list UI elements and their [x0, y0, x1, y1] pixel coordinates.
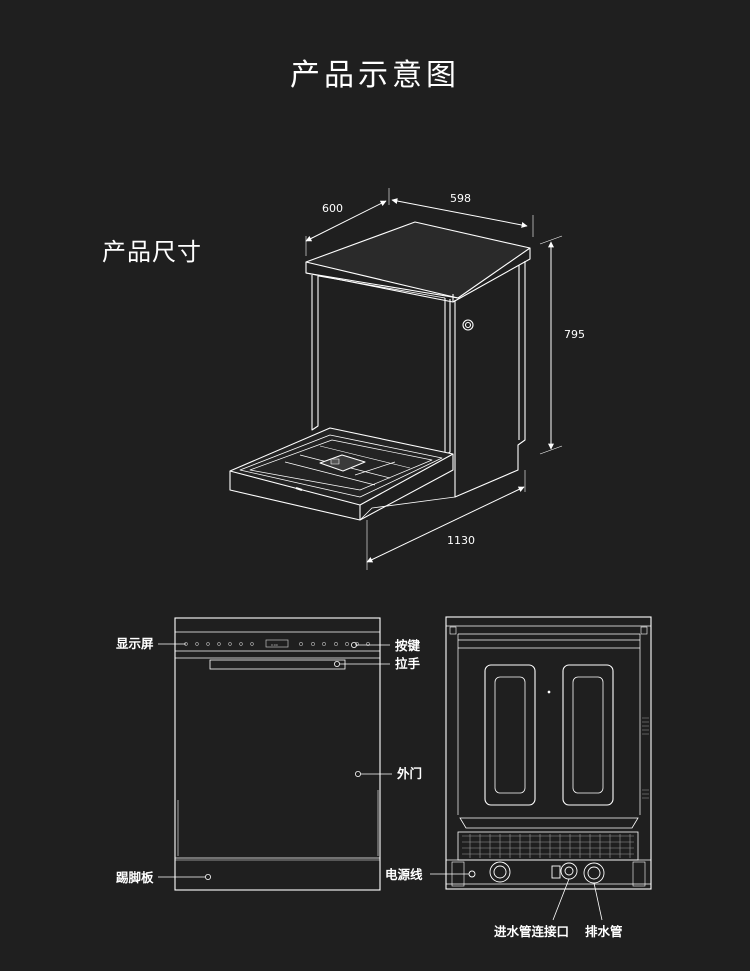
front-view — [174, 617, 381, 891]
label-inlet: 进水管连接口 — [494, 924, 569, 939]
rear-view — [445, 616, 652, 890]
label-kickboard: 踢脚板 — [116, 870, 154, 885]
front-leaders — [158, 643, 392, 878]
rear-leaders — [430, 873, 603, 921]
rear-vent-grid — [462, 834, 634, 858]
dim-height-label: 795 — [564, 328, 585, 341]
label-drain: 排水管 — [585, 924, 623, 939]
dimension-lines — [305, 188, 563, 570]
kickboard-marker — [204, 874, 211, 881]
button-marker — [350, 642, 357, 649]
isometric-dishwasher — [229, 221, 531, 521]
rear-connectors — [468, 861, 605, 884]
label-handle: 拉手 — [395, 656, 421, 671]
label-outer-door: 外门 — [396, 766, 422, 781]
handle-marker — [333, 661, 340, 668]
control-panel — [184, 639, 370, 648]
label-buttons: 按键 — [395, 638, 421, 653]
dim-open-depth-label: 1130 — [447, 534, 475, 547]
label-display: 显示屏 — [116, 636, 154, 651]
panel-time-display: 0:00 — [271, 643, 278, 647]
dim-width-label: 598 — [450, 192, 471, 205]
page-title: 产品示意图 — [290, 58, 460, 93]
side-vents — [642, 717, 649, 799]
door-center-marker — [354, 771, 361, 778]
section-title: 产品尺寸 — [102, 238, 202, 266]
label-power-cord: 电源线 — [385, 867, 423, 882]
dim-depth-label: 600 — [322, 202, 343, 215]
